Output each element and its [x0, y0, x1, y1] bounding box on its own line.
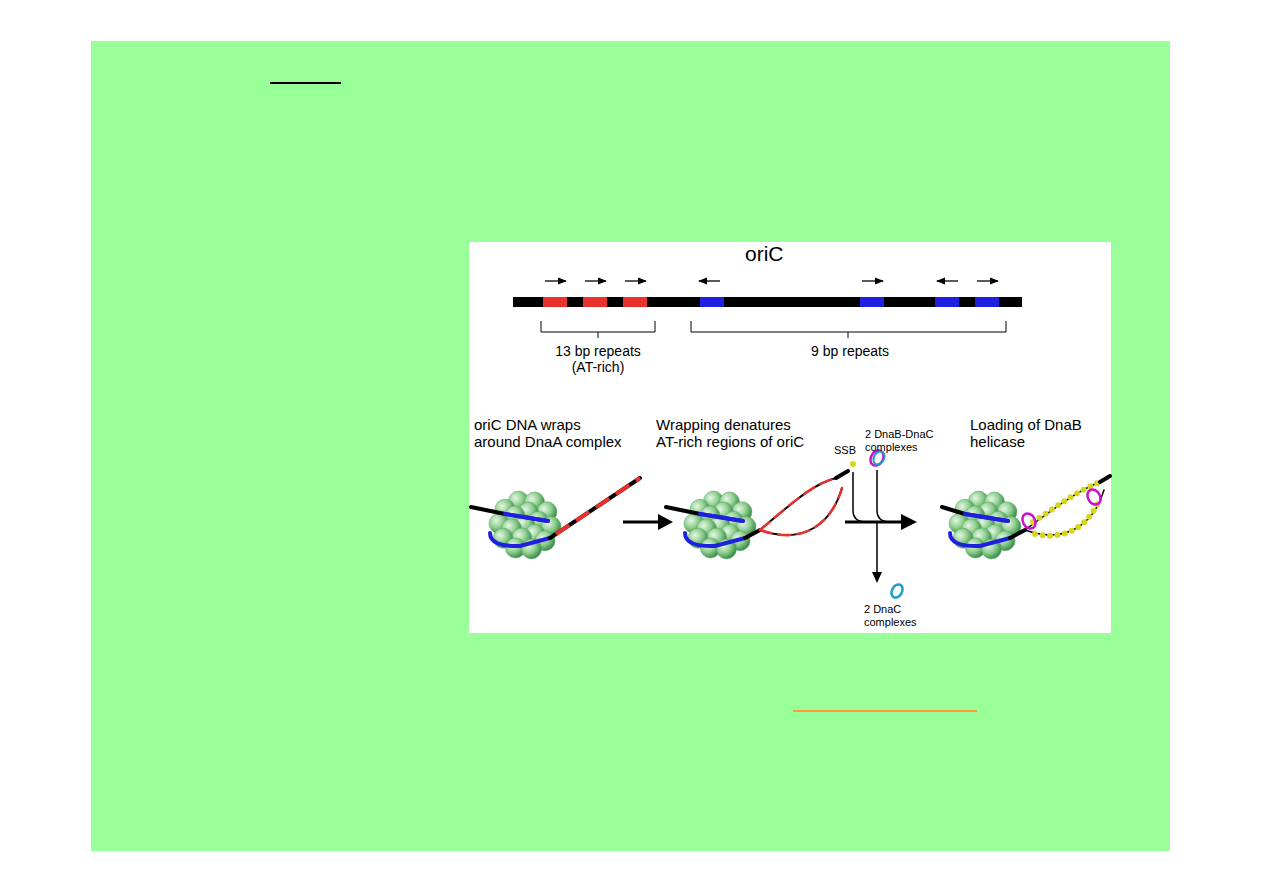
dna: [942, 476, 1110, 546]
repeat-label: 13 bp repeats (AT-rich): [546, 343, 650, 375]
dna: [666, 471, 848, 546]
slide-background: [91, 41, 1170, 851]
component-label: 2 DnaC complexes: [864, 603, 934, 628]
step-label: oriC DNA wraps around DnaA complex: [474, 416, 624, 451]
dna: [471, 478, 640, 546]
bracket: [691, 321, 1006, 338]
step-label: Loading of DnaB helicase: [970, 416, 1110, 451]
dnaa-complex: [684, 491, 756, 559]
figure-panel: [469, 242, 1111, 633]
dna: [700, 514, 743, 521]
underline: [270, 82, 341, 84]
step-arrow: [623, 470, 917, 583]
underline: [793, 710, 977, 712]
dnaa-complex: [949, 491, 1021, 559]
component-label: SSB: [834, 444, 874, 457]
ssb-dot: [850, 461, 856, 467]
figure-title: oriC: [745, 242, 784, 266]
bracket: [541, 321, 655, 338]
component-label: 2 DnaB-DnaC complexes: [865, 428, 965, 453]
oric-map: [513, 281, 1022, 338]
dnaa-complex: [489, 491, 561, 559]
repeat-label: 9 bp repeats: [790, 343, 910, 359]
dnac-complex: [889, 582, 905, 599]
dnab-helicase: [1020, 511, 1038, 531]
step-label: Wrapping denatures AT-rich regions of or…: [656, 416, 806, 451]
dna: [965, 514, 1008, 521]
dna: [505, 514, 548, 521]
dnab-helicase: [1085, 487, 1103, 507]
